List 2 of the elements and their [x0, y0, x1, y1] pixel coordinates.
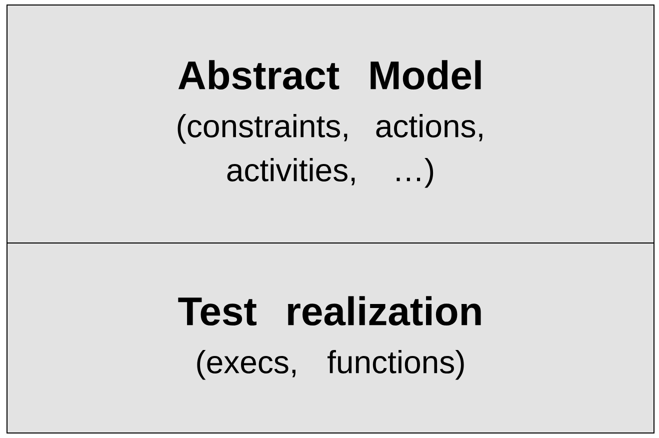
layer-box: Test realization (execs, functions) — [6, 242, 654, 434]
layer-box: Abstract Model (constraints, actions, activities, …) — [6, 4, 654, 244]
